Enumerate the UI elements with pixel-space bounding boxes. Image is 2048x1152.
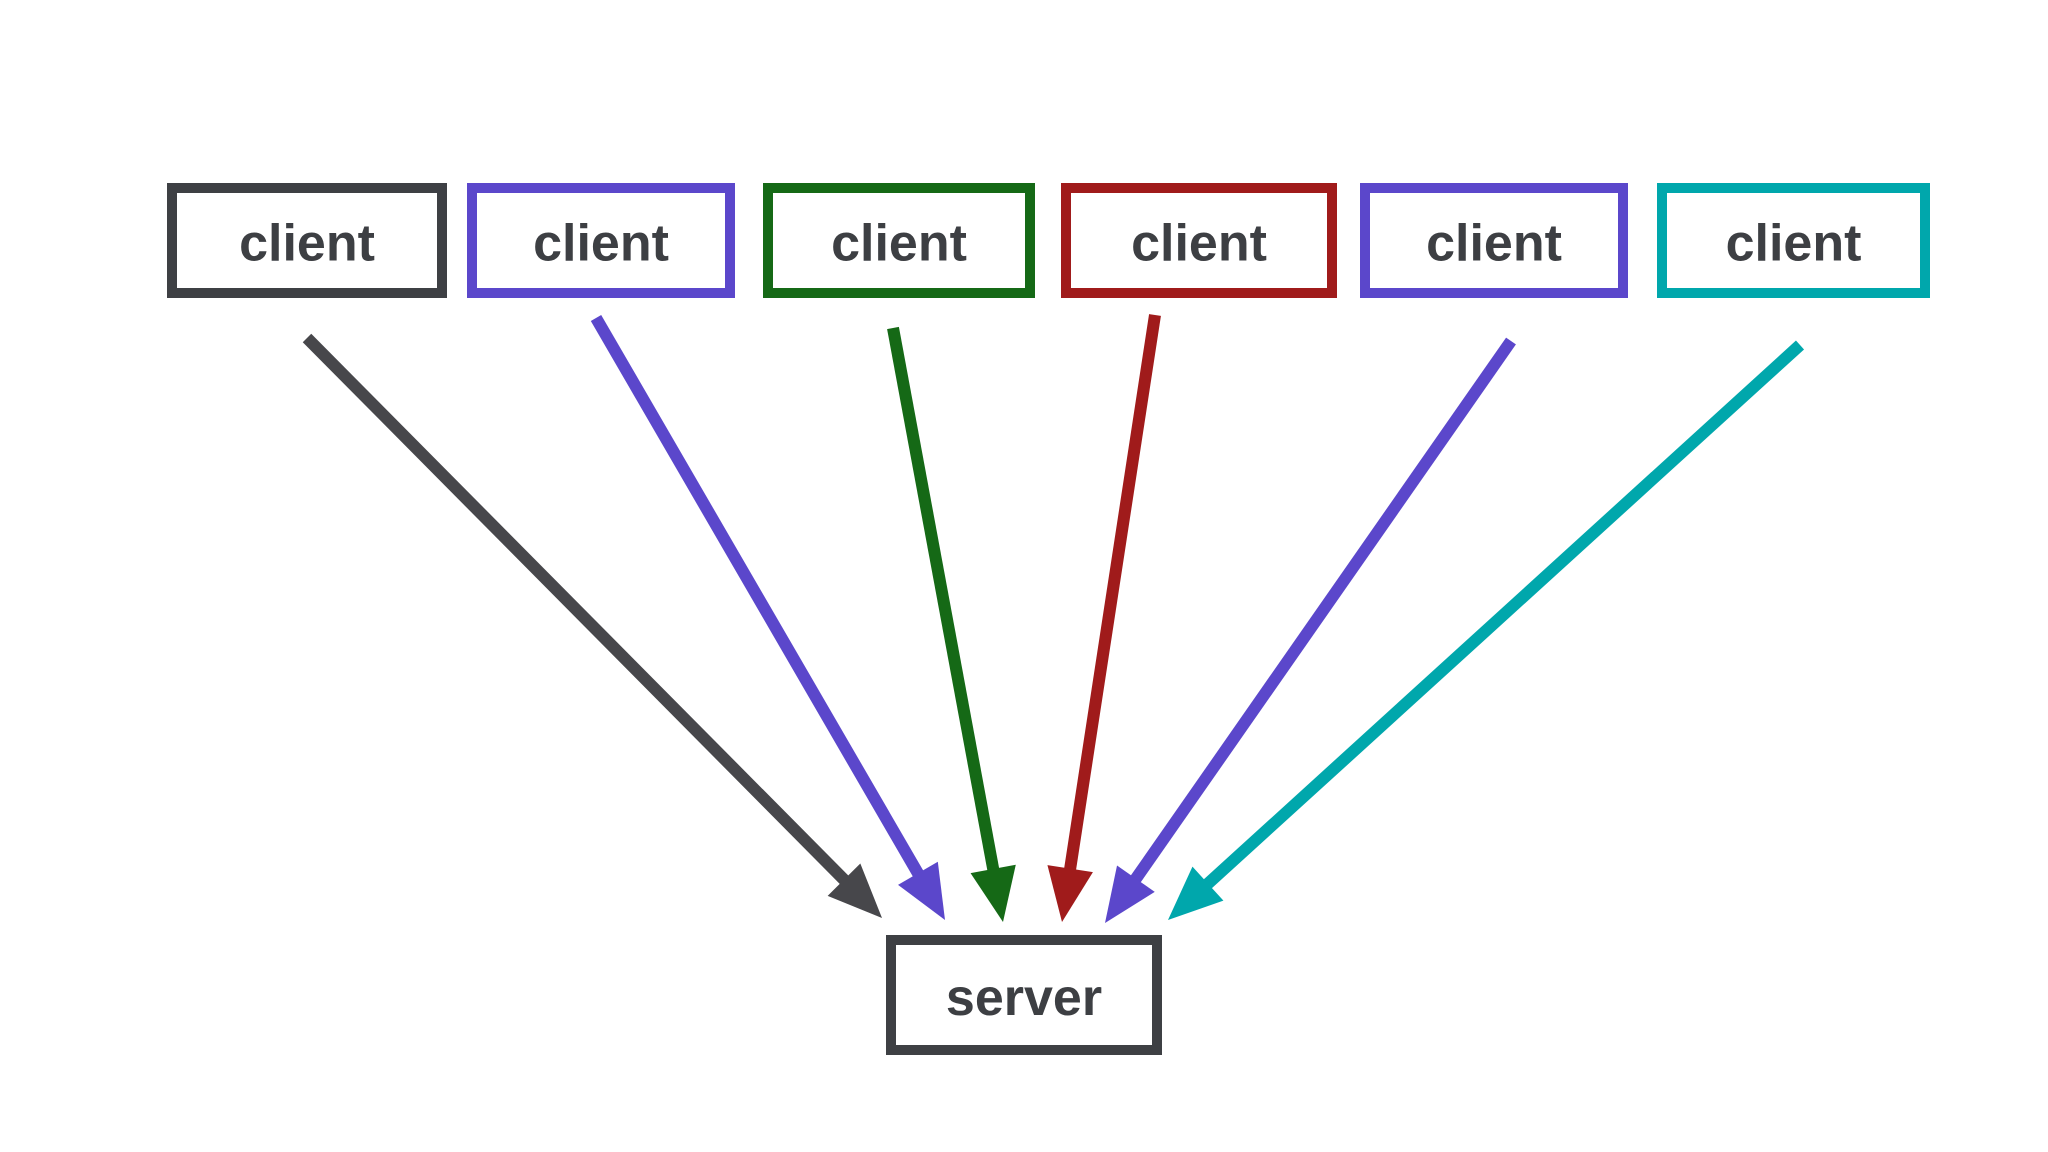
- edge-arrowhead-icon: [827, 863, 882, 918]
- node-label: client: [533, 215, 669, 273]
- edge-arrowhead-icon: [1047, 865, 1093, 922]
- edge-arrowhead-icon: [970, 864, 1016, 922]
- edge-client-5-to-server: [1105, 337, 1516, 923]
- node-client-4: client: [1061, 183, 1337, 298]
- node-client-2: client: [467, 183, 735, 298]
- edge-line: [887, 326, 1000, 874]
- node-client-5: client: [1360, 183, 1628, 298]
- node-box: [886, 935, 1162, 1055]
- node-box: [763, 183, 1035, 298]
- edge-arrowhead-icon: [898, 861, 945, 920]
- node-label: client: [1726, 215, 1862, 273]
- node-client-6: client: [1657, 183, 1930, 298]
- edge-line: [302, 333, 852, 887]
- edge-arrowhead-icon: [1168, 866, 1224, 920]
- node-box: [1657, 183, 1930, 298]
- node-label: client: [239, 215, 375, 273]
- edge-client-4-to-server: [1047, 314, 1161, 922]
- edge-client-6-to-server: [1168, 340, 1805, 920]
- node-box: [1061, 183, 1337, 298]
- edge-client-2-to-server: [590, 314, 945, 920]
- edge-arrowhead-icon: [1105, 865, 1155, 923]
- node-server: server: [886, 935, 1162, 1055]
- node-box: [467, 183, 735, 298]
- edge-line: [590, 314, 926, 880]
- node-box: [167, 183, 447, 298]
- edge-line: [1063, 314, 1161, 874]
- node-client-1: client: [167, 183, 447, 298]
- node-label: client: [831, 215, 967, 273]
- edge-line: [1200, 340, 1805, 891]
- node-label: client: [1426, 215, 1562, 273]
- node-client-3: client: [763, 183, 1035, 298]
- edge-client-1-to-server: [302, 333, 882, 918]
- edge-client-3-to-server: [887, 326, 1016, 922]
- node-box: [1360, 183, 1628, 298]
- node-label: client: [1131, 215, 1267, 273]
- node-label: server: [946, 969, 1102, 1027]
- edge-line: [1128, 337, 1516, 886]
